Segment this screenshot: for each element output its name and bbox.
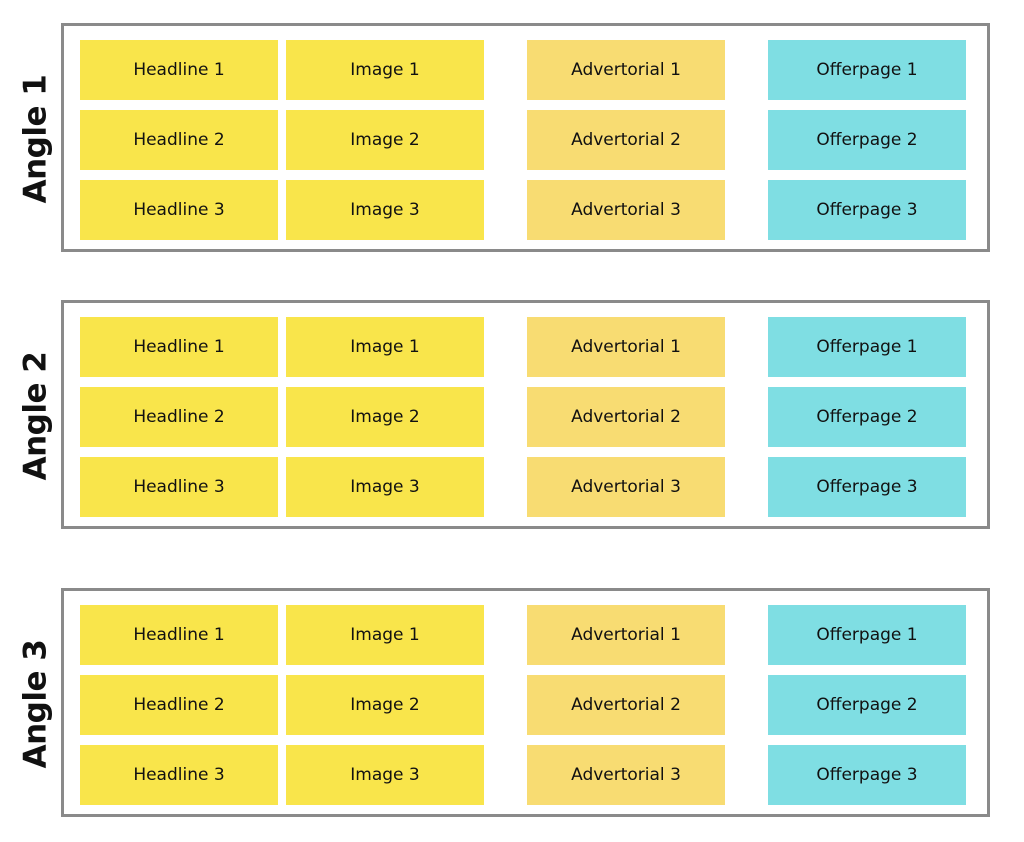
image-cell: Image 3 (286, 180, 484, 240)
advertorial-cell: Advertorial 1 (527, 605, 725, 665)
offerpage-cell: Offerpage 1 (768, 605, 966, 665)
advertorial-cell: Advertorial 3 (527, 180, 725, 240)
headline-cell: Headline 2 (80, 110, 278, 170)
headline-cell: Headline 3 (80, 457, 278, 517)
offerpage-cell: Offerpage 1 (768, 317, 966, 377)
image-cell: Image 1 (286, 40, 484, 100)
advertorial-cell: Advertorial 3 (527, 457, 725, 517)
image-cell: Image 2 (286, 387, 484, 447)
angle-label: Angle 1 (0, 23, 70, 255)
offerpage-cell: Offerpage 3 (768, 457, 966, 517)
advertorial-cell: Advertorial 2 (527, 387, 725, 447)
headline-cell: Headline 3 (80, 180, 278, 240)
advertorial-cell: Advertorial 1 (527, 40, 725, 100)
angle-group-3: Headline 1 Headline 2 Headline 3 Image 1… (61, 588, 990, 817)
advertorial-cell: Advertorial 2 (527, 110, 725, 170)
image-cell: Image 3 (286, 745, 484, 805)
angle-label-text: Angle 2 (17, 351, 54, 481)
angle-group-1: Headline 1 Headline 2 Headline 3 Image 1… (61, 23, 990, 252)
angle-label: Angle 3 (0, 588, 70, 820)
offerpage-cell: Offerpage 2 (768, 110, 966, 170)
offerpage-cell: Offerpage 2 (768, 387, 966, 447)
headline-cell: Headline 1 (80, 605, 278, 665)
headline-cell: Headline 1 (80, 317, 278, 377)
offerpage-cell: Offerpage 1 (768, 40, 966, 100)
offerpage-cell: Offerpage 2 (768, 675, 966, 735)
angle-label: Angle 2 (0, 300, 70, 532)
angle-label-text: Angle 1 (17, 74, 54, 204)
image-cell: Image 2 (286, 110, 484, 170)
advertorial-cell: Advertorial 2 (527, 675, 725, 735)
offerpage-cell: Offerpage 3 (768, 180, 966, 240)
image-cell: Image 2 (286, 675, 484, 735)
image-cell: Image 1 (286, 605, 484, 665)
angle-group-2: Headline 1 Headline 2 Headline 3 Image 1… (61, 300, 990, 529)
angle-label-text: Angle 3 (17, 639, 54, 769)
offerpage-cell: Offerpage 3 (768, 745, 966, 805)
headline-cell: Headline 1 (80, 40, 278, 100)
image-cell: Image 3 (286, 457, 484, 517)
advertorial-cell: Advertorial 3 (527, 745, 725, 805)
image-cell: Image 1 (286, 317, 484, 377)
headline-cell: Headline 2 (80, 675, 278, 735)
advertorial-cell: Advertorial 1 (527, 317, 725, 377)
headline-cell: Headline 3 (80, 745, 278, 805)
headline-cell: Headline 2 (80, 387, 278, 447)
